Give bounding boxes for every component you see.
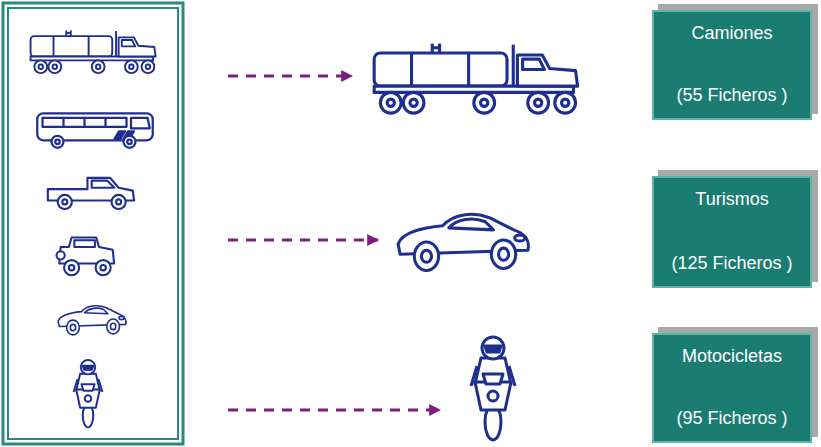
dashed-arrow	[228, 75, 352, 78]
category-name: Camiones	[691, 22, 772, 44]
jeep-icon	[57, 237, 115, 275]
category-box: Camiones (55 Ficheros )	[652, 10, 812, 120]
category-box: Turismos (125 Ficheros )	[652, 176, 812, 288]
motorcycle-icon	[74, 360, 103, 427]
file-count: (95 Ficheros )	[676, 407, 787, 429]
frame-outer	[3, 3, 183, 444]
car-icon	[58, 306, 126, 335]
truck-icon	[374, 44, 577, 114]
category-name: Motocicletas	[682, 345, 782, 367]
motorcycle-icon	[471, 337, 515, 440]
car-icon	[398, 214, 528, 270]
truck-icon	[31, 30, 156, 73]
file-count: (125 Ficheros )	[671, 252, 792, 274]
category-name: Turismos	[695, 188, 768, 210]
dashed-arrow	[228, 409, 440, 412]
bus-icon	[37, 113, 153, 148]
dashed-arrow	[228, 239, 378, 242]
frame-inner	[8, 8, 178, 439]
pickup-icon	[48, 178, 134, 209]
category-box: Motocicletas (95 Ficheros )	[652, 333, 812, 443]
file-count: (55 Ficheros )	[676, 84, 787, 106]
